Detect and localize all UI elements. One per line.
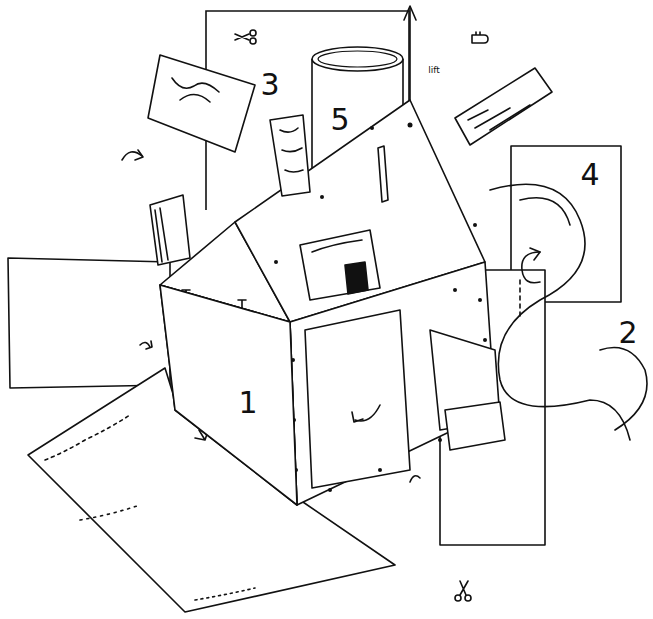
node-outline — [160, 285, 297, 505]
node-outline — [310, 45, 405, 210]
note-label: 2 — [618, 318, 637, 348]
paper-part: 1 — [160, 285, 297, 505]
note-label: lift — [428, 66, 440, 75]
part-number: 4 — [580, 160, 599, 190]
node-outline — [510, 145, 622, 303]
part-number: 1 — [238, 388, 257, 418]
paper-part: 4 — [510, 145, 622, 303]
paper-part: 5 — [310, 45, 405, 210]
part-number: 5 — [330, 105, 349, 135]
part-number: 3 — [260, 70, 279, 100]
